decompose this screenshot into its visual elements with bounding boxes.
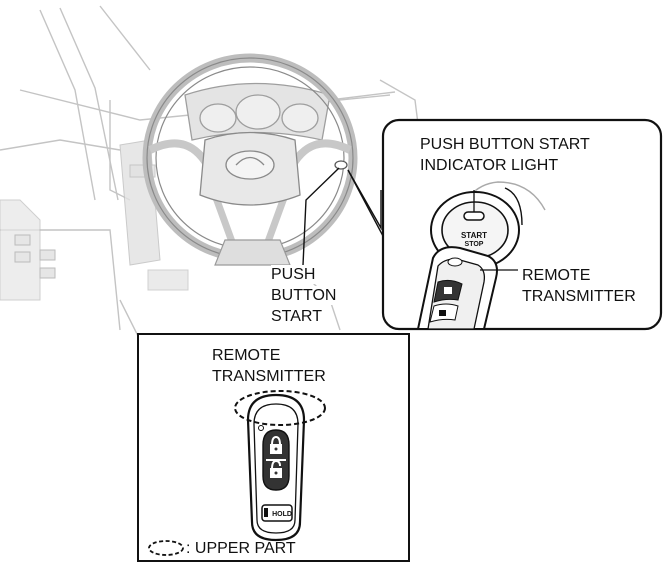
door-panel <box>0 199 56 301</box>
trunk-icon <box>264 508 268 517</box>
upper-part-dashed-ellipse <box>234 390 326 426</box>
hold-button <box>261 504 293 522</box>
unlock-icon <box>439 310 446 316</box>
button-label-line2: BUTTON <box>271 286 337 305</box>
indicator-label-line1: PUSH BUTTON START <box>420 136 590 153</box>
legend-upper-part: : UPPER PART <box>186 540 296 557</box>
remote-inset-label-line1: REMOTE <box>522 267 591 284</box>
push-label-line1: PUSH <box>271 265 316 284</box>
remote-box-label-line2: TRANSMITTER <box>212 368 326 385</box>
center-console <box>119 139 189 291</box>
remote-transmitter-fob: HOLD <box>246 393 306 542</box>
inset-key-fob <box>416 246 518 330</box>
start-label-line3: START <box>271 307 322 326</box>
remote-box-label-line1: REMOTE <box>212 347 281 364</box>
legend-dashed-ellipse <box>148 540 184 556</box>
start-text: START <box>461 231 487 240</box>
instrument-cluster <box>184 82 331 141</box>
remote-inset-label-line2: TRANSMITTER <box>522 288 636 305</box>
stop-text: STOP <box>465 241 484 248</box>
indicator-light-icon <box>463 211 485 221</box>
hold-text: HOLD <box>272 511 292 518</box>
lock-icon <box>444 287 452 294</box>
leader-lines <box>302 167 384 266</box>
unlock-button-icon <box>270 459 282 478</box>
steering-hub <box>199 131 301 206</box>
steering-column <box>214 239 291 266</box>
lock-button-icon <box>270 435 282 454</box>
indicator-label-line2: INDICATOR LIGHT <box>420 157 559 174</box>
push-button-start-location <box>334 160 348 170</box>
